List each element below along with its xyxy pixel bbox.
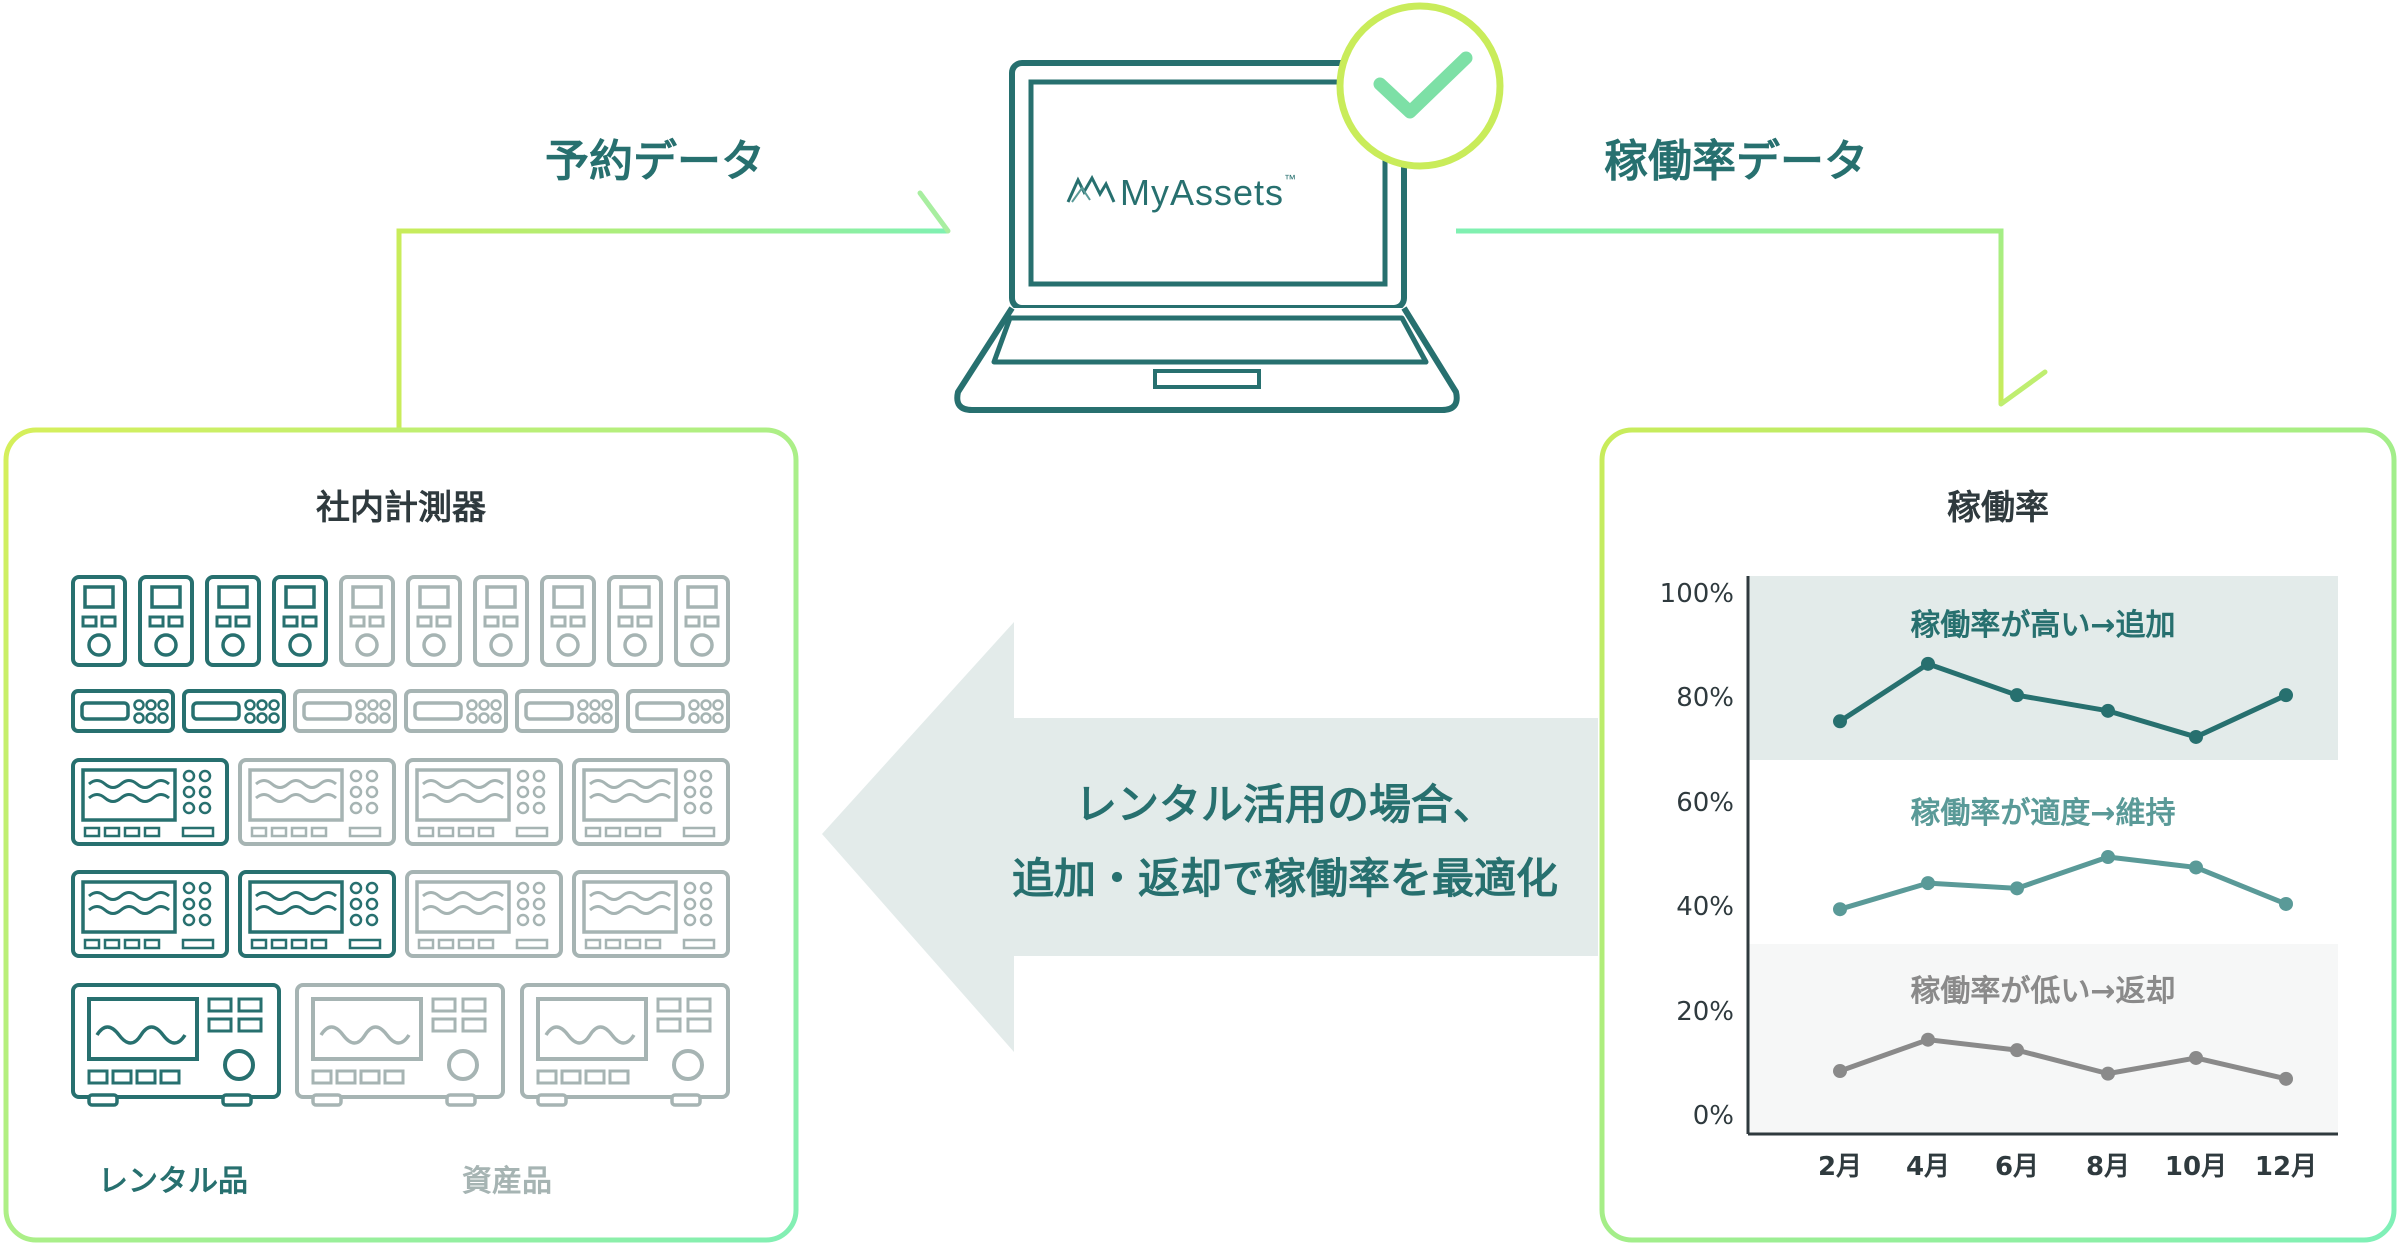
series-moderate-point xyxy=(1921,876,1935,891)
zone-label-high: 稼働率が高い→追加 xyxy=(1910,608,2176,643)
asset-scope-icon xyxy=(572,870,730,958)
myassets-logo-text: MyAssets™ xyxy=(1120,172,1297,214)
series-high-point xyxy=(2189,729,2203,744)
series-high-point xyxy=(1833,714,1847,729)
series-low-point xyxy=(2101,1066,2115,1081)
x-tick-label: 4月 xyxy=(1905,1152,1951,1182)
asset-scope-icon xyxy=(405,758,563,846)
x-tick-label: 2月 xyxy=(1817,1152,1863,1182)
series-high-point xyxy=(2279,688,2293,703)
series-low-point xyxy=(2279,1071,2293,1086)
center-arrow-text: レンタル活用の場合、 追加・返却で稼働率を最適化 xyxy=(940,768,1630,916)
logo-name: MyAssets xyxy=(1120,172,1285,213)
y-tick-label: 100% xyxy=(1659,579,1734,609)
series-moderate-point xyxy=(2010,881,2024,896)
right-flow-connector xyxy=(1456,228,2004,404)
asset-handheld-icon xyxy=(339,575,395,667)
center-arrow-line-1: レンタル活用の場合、 xyxy=(1074,780,1495,829)
asset-scope-icon xyxy=(238,758,396,846)
series-low-point xyxy=(2189,1050,2203,1065)
asset-big-unit-icon xyxy=(520,983,730,1107)
asset-flat-unit-icon xyxy=(404,689,508,733)
center-arrow-line-2: 追加・返却で稼働率を最適化 xyxy=(1011,854,1558,903)
rental-scope-icon xyxy=(238,870,396,958)
asset-scope-icon xyxy=(572,758,730,846)
legend-asset-label: 資産品 xyxy=(462,1164,552,1199)
rental-handheld-icon xyxy=(71,575,127,667)
chart-series-layer xyxy=(1833,656,2293,1086)
asset-flat-unit-icon xyxy=(293,689,397,733)
x-tick-label: 12月 xyxy=(2254,1152,2318,1182)
optimization-arrow xyxy=(822,622,1598,1052)
x-tick-label: 10月 xyxy=(2164,1152,2228,1182)
series-low xyxy=(1833,1032,2293,1086)
right-flow-arrowhead xyxy=(1998,369,2048,407)
asset-big-unit-icon xyxy=(295,983,505,1107)
rental-flat-unit-icon xyxy=(71,689,175,733)
series-moderate-point xyxy=(2279,896,2293,911)
y-tick-label: 0% xyxy=(1692,1101,1734,1131)
utilization-data-label: 稼働率データ xyxy=(1604,136,1868,187)
series-low-point xyxy=(1921,1032,1935,1047)
zone-high-band xyxy=(1748,576,2338,760)
series-high-point xyxy=(2010,688,2024,703)
left-flow-arrowhead xyxy=(917,190,951,234)
left-box-title: 社内計測器 xyxy=(316,488,486,528)
myassets-logo-icon xyxy=(1066,174,1116,203)
asset-handheld-icon xyxy=(540,575,596,667)
check-badge-icon xyxy=(1336,2,1504,170)
series-low-point xyxy=(2010,1043,2024,1058)
asset-handheld-icon xyxy=(406,575,462,667)
rental-handheld-icon xyxy=(205,575,261,667)
y-tick-label: 40% xyxy=(1676,892,1734,923)
chart-title: 稼働率 xyxy=(1947,488,2049,528)
x-tick-label: 8月 xyxy=(2085,1152,2131,1182)
zone-label-moderate: 稼働率が適度→維持 xyxy=(1910,796,2176,831)
asset-flat-unit-icon xyxy=(626,689,730,733)
zone-label-low: 稼働率が低い→返却 xyxy=(1910,974,2176,1009)
rental-big-unit-icon xyxy=(71,983,281,1107)
x-tick-label: 6月 xyxy=(1994,1152,2040,1182)
rental-flat-unit-icon xyxy=(182,689,286,733)
asset-scope-icon xyxy=(405,870,563,958)
big-unit-row xyxy=(71,983,730,1107)
series-low-line xyxy=(1839,1037,2287,1082)
y-tick-label: 80% xyxy=(1676,683,1734,714)
series-moderate-point xyxy=(2101,850,2115,864)
logo-trademark: ™ xyxy=(1284,172,1298,186)
series-moderate-line xyxy=(1839,854,2287,912)
series-high-point xyxy=(1921,656,1935,671)
rental-scope-icon xyxy=(71,870,229,958)
rental-handheld-icon xyxy=(272,575,328,667)
y-tick-label: 60% xyxy=(1676,787,1734,818)
series-moderate-point xyxy=(1833,902,1847,917)
laptop-icon xyxy=(954,60,1460,413)
reservation-data-label: 予約データ xyxy=(545,136,765,187)
series-high xyxy=(1833,656,2293,744)
series-moderate xyxy=(1833,850,2293,917)
series-high-line xyxy=(1838,661,2288,740)
y-tick-label: 20% xyxy=(1676,996,1734,1027)
asset-handheld-icon xyxy=(473,575,529,667)
series-low-point xyxy=(1833,1064,1847,1079)
rental-scope-icon xyxy=(71,758,229,846)
series-moderate-point xyxy=(2189,860,2203,875)
asset-handheld-icon xyxy=(607,575,663,667)
rental-handheld-icon xyxy=(138,575,194,667)
left-flow-connector xyxy=(396,228,948,430)
legend-rental-label: レンタル品 xyxy=(98,1164,248,1199)
asset-flat-unit-icon xyxy=(515,689,619,733)
zone-low-band xyxy=(1748,944,2338,1134)
series-high-point xyxy=(2101,703,2115,718)
asset-handheld-icon xyxy=(674,575,730,667)
